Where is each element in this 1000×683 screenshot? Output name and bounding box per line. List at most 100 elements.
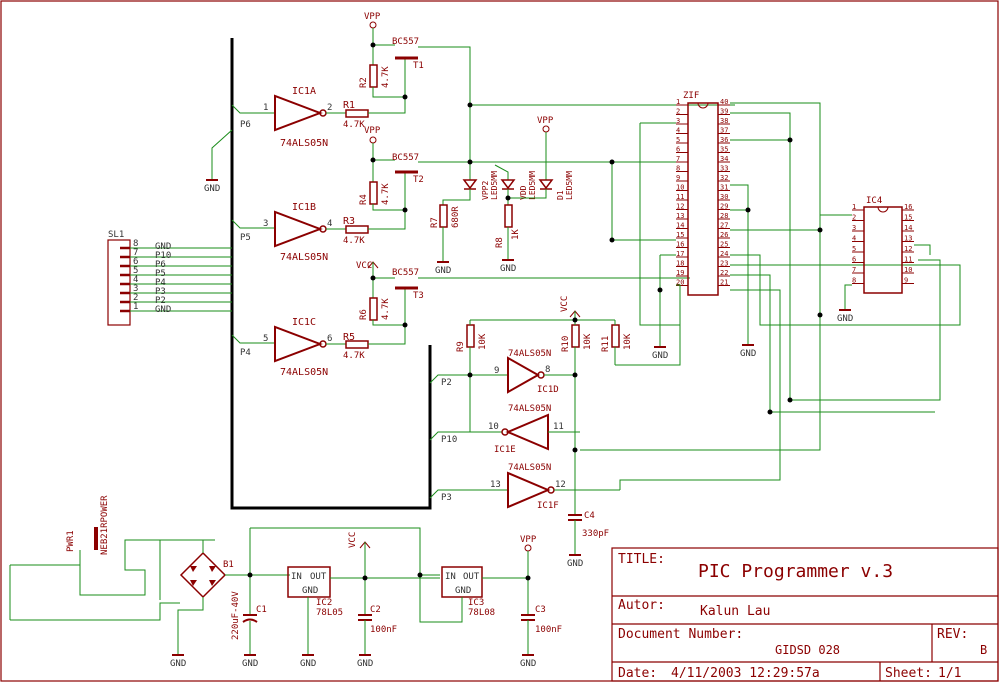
pullup-resistors: VCC R9 10K R10 10K R11 10K (456, 296, 633, 515)
gate-ic1e: 74ALS05N IC1E 10 11 P10 (429, 404, 580, 455)
socket-pin-number: 20 (676, 279, 684, 287)
svg-text:4.7K: 4.7K (381, 66, 391, 88)
svg-text:LED5MM: LED5MM (528, 171, 537, 200)
socket-pin-number: 2 (676, 108, 680, 116)
pin-number-6: 6 (133, 257, 138, 267)
svg-text:78L05: 78L05 (316, 608, 343, 618)
capacitor-c1: GND C1 220uF-40V (231, 575, 267, 669)
svg-text:VPP: VPP (520, 535, 537, 545)
svg-text:74ALS05N: 74ALS05N (280, 367, 328, 378)
r1-value: 4.7K (343, 120, 365, 130)
capacitor-c4: GND C4 330pF (567, 511, 609, 569)
socket-pin-number: 9 (904, 277, 908, 285)
led-vpp2-name: VPP2 (481, 181, 490, 200)
svg-text:IN: IN (445, 572, 456, 582)
sheet-value: 1/1 (938, 666, 961, 681)
socket-pin-number: 2 (852, 214, 856, 222)
svg-text:100nF: 100nF (535, 625, 562, 635)
socket-pin-number: 19 (676, 269, 684, 277)
socket-pin-number: 22 (720, 269, 728, 277)
zif-name: ZIF (683, 91, 699, 101)
rev-value: B (980, 643, 987, 657)
net-label-p5: P5 (155, 269, 166, 279)
socket-pin-number: 40 (720, 98, 728, 106)
svg-text:100nF: 100nF (370, 625, 397, 635)
svg-text:GND: GND (170, 659, 186, 669)
svg-text:NEB21RPOWER: NEB21RPOWER (100, 495, 110, 555)
svg-text:4.7K: 4.7K (381, 298, 391, 320)
pin-number-3: 3 (133, 284, 138, 294)
svg-text:1K: 1K (511, 229, 521, 240)
gate-type: 74ALS05N (280, 138, 328, 149)
svg-text:74ALS05N: 74ALS05N (508, 463, 551, 473)
svg-text:IC2: IC2 (316, 598, 332, 608)
svg-text:4: 4 (327, 219, 332, 229)
svg-text:IC1C: IC1C (292, 317, 316, 328)
net-label-p4: P4 (155, 278, 166, 288)
socket-pin-number: 4 (676, 127, 680, 135)
svg-text:VPP: VPP (364, 12, 381, 22)
socket-pin-number: 14 (904, 224, 912, 232)
svg-text:BC557: BC557 (392, 153, 419, 163)
socket-pin-number: 25 (720, 241, 728, 249)
socket-pin-number: 21 (720, 279, 728, 287)
svg-text:T3: T3 (413, 291, 424, 301)
svg-text:BC557: BC557 (392, 268, 419, 278)
net-label-p6: P6 (155, 260, 166, 270)
net-p10: P10 (441, 435, 457, 445)
svg-text:GND: GND (357, 659, 373, 669)
signal-bus (230, 38, 432, 510)
socket-pin-number: 26 (720, 231, 728, 239)
socket-pin-number: 7 (852, 266, 856, 274)
net-p3: P3 (441, 493, 452, 503)
svg-text:74ALS05N: 74ALS05N (508, 349, 551, 359)
socket-pin-number: 4 (852, 235, 856, 243)
page-title: PIC Programmer v.3 (698, 561, 893, 582)
svg-text:GND: GND (520, 659, 536, 669)
svg-text:3: 3 (263, 219, 268, 229)
svg-text:GND: GND (455, 586, 471, 596)
socket-pin-number: 10 (676, 184, 684, 192)
gate-ic1b: IC1B 74ALS05N 3 4 P5 R3 4.7K (231, 202, 406, 263)
socket-pin-number: 11 (904, 256, 912, 264)
rev-label: REV: (937, 627, 968, 642)
net-label-gnd-bottom: GND (155, 305, 171, 315)
net-label-p2: P2 (155, 296, 166, 306)
socket-pin-number: 27 (720, 222, 728, 230)
svg-text:R11: R11 (601, 336, 611, 352)
socket-pin-number: 3 (676, 117, 680, 125)
socket-pin-number: 6 (852, 256, 856, 264)
socket-pin-number: 39 (720, 108, 728, 116)
svg-text:9: 9 (494, 366, 499, 376)
capacitor-c3: VPP GND C3 100nF (520, 535, 562, 669)
socket-pin-number: 11 (676, 193, 684, 201)
pin-number-2: 2 (133, 293, 138, 303)
led-section: GND R7 680R VPP2 LED5MM GND R8 1K VDD LE… (430, 104, 735, 276)
author-label: Autor: (618, 598, 665, 613)
pin-number-8: 8 (133, 239, 138, 249)
svg-text:LED5MM: LED5MM (565, 171, 574, 200)
svg-text:T2: T2 (413, 175, 424, 185)
svg-text:4.7K: 4.7K (381, 183, 391, 205)
gate-ic1f: 74ALS05N IC1F 13 12 P3 (429, 463, 620, 511)
svg-text:IC3: IC3 (468, 598, 484, 608)
docnum-label: Document Number: (618, 627, 743, 642)
author-value: Kalun Lau (700, 604, 770, 619)
socket-pin-number: 30 (720, 193, 728, 201)
svg-text:2: 2 (327, 103, 332, 113)
socket-pin-number: 15 (904, 214, 912, 222)
svg-text:GND: GND (242, 659, 258, 669)
svg-text:OUT: OUT (310, 572, 327, 582)
socket-pin-number: 1 (676, 98, 680, 106)
socket-pin-number: 5 (852, 245, 856, 253)
pin-number-4: 4 (133, 275, 138, 285)
socket-pin-number: 38 (720, 117, 728, 125)
svg-text:R6: R6 (359, 309, 369, 320)
svg-text:4.7K: 4.7K (343, 236, 365, 246)
svg-text:R5: R5 (343, 332, 355, 343)
date-value: 4/11/2003 12:29:57a (671, 666, 820, 681)
date-label: Date: (618, 666, 657, 681)
transistor-t1: VPP BC557 T1 R2 4.7K (359, 12, 471, 165)
